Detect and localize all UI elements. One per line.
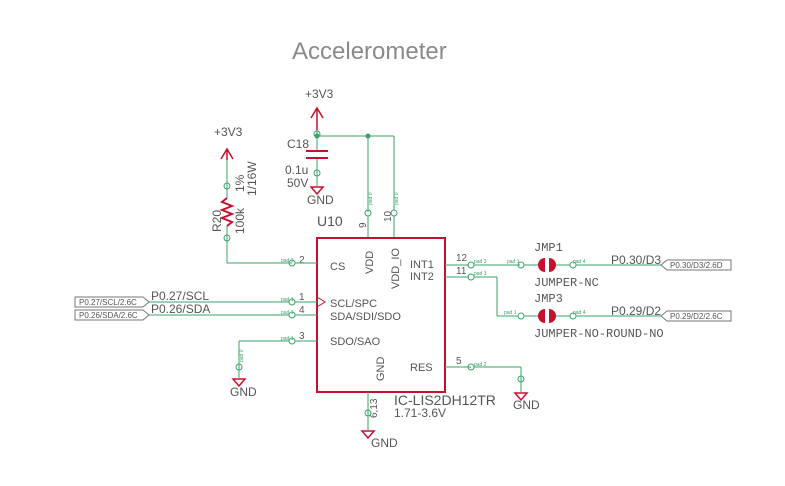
pad-text: pad 0 [368, 192, 374, 205]
ic-u10[interactable]: U10 IC-LIS2DH12TR 1.71-3.6V CS SCL/SPC S… [299, 210, 496, 420]
ground-icon [231, 378, 247, 388]
pad-text: pad 4 [573, 259, 586, 265]
port-tag-d2 [660, 310, 732, 322]
pin-vddio-label: VDD_IO [390, 248, 402, 289]
resistor-r20[interactable]: R20 100k 1% 1/16W [210, 160, 292, 264]
pin-int2-label: INT2 [410, 271, 434, 283]
jumper-jmp3[interactable]: pad 3 pad 1 pad 4 JMP3 JUMPER-NO-ROUND-N… [445, 271, 732, 341]
pin-sda-num: 4 [299, 305, 305, 316]
net-scl-label: P0.27/SCL [151, 289, 209, 303]
port-d3-label: P0.30/D3/2.6D [670, 261, 723, 270]
pad-text: pad 1 [504, 310, 517, 316]
pin-vddio-num: 10 [383, 210, 394, 222]
pin-res-num: 5 [456, 356, 462, 367]
ground-icon [513, 392, 529, 402]
vdd-net: pad 0 pad 0 [314, 133, 400, 238]
pin-vdd-num: 9 [358, 222, 369, 228]
u10-part: IC-LIS2DH12TR [394, 392, 496, 408]
ic-ground: GND [360, 392, 398, 450]
pad-text: pad 3 [474, 271, 487, 277]
sdo-ground: pad 0 GND [230, 340, 289, 399]
pin-int1-num: 12 [456, 253, 468, 264]
pin-vdd-label: VDD [364, 251, 376, 274]
c18-ref: C18 [287, 137, 309, 151]
pad-text: pad 4 [573, 310, 586, 316]
net-scl[interactable]: P0.27/SCL P0.27/SCL/2.6C [74, 289, 289, 308]
port-scl-label: P0.27/SCL/2.6C [79, 298, 137, 307]
jumper-jmp1[interactable]: pad 3 pad 1 pad 4 JMP1 JUMPER-NC P0.30/D… [445, 241, 732, 290]
pad-text: pad 2 [474, 362, 487, 368]
pin-sdo-num: 3 [299, 331, 305, 342]
ground-label-res: GND [513, 398, 540, 412]
left-pin-stubs: pad 1 pad 1 pad 1 pad 1 [281, 258, 317, 345]
u10-voltage-range: 1.71-3.6V [394, 406, 446, 420]
jmp3-type: JUMPER-NO-ROUND-NO [534, 327, 664, 341]
jmp1-ref: JMP1 [534, 241, 563, 255]
supply-arrow-icon [310, 106, 324, 130]
port-tag-scl [74, 296, 150, 308]
supply-arrow-icon [220, 147, 234, 160]
c18-supply: +3V3 [305, 87, 334, 130]
ground-label-sdo: GND [230, 385, 257, 399]
pad-text: pad 3 [474, 259, 487, 265]
port-tag-d3 [660, 259, 732, 271]
r20-tolerance: 1% [233, 174, 247, 192]
r20-supply: +3V3 [214, 125, 243, 160]
pad-text: pad 0 [394, 192, 400, 205]
sheet-title: Accelerometer [292, 38, 447, 65]
capacitor-c18[interactable]: C18 0.1u 50V GND [285, 130, 334, 207]
pin-int2-num: 11 [456, 266, 467, 277]
u10-ref: U10 [317, 213, 343, 229]
port-d2-label: P0.29/D2/2.6C [670, 312, 723, 321]
c18-supply-label: +3V3 [305, 87, 334, 101]
pin-sdo-label: SDO/SAO [330, 336, 381, 348]
r20-value: 100k [233, 207, 247, 234]
ground-icon [309, 186, 325, 196]
net-sda[interactable]: P0.26/SDA P0.26/SDA/2.6C [74, 302, 289, 321]
pin-cs-label: CS [330, 261, 345, 273]
pin-res-label: RES [410, 362, 433, 374]
pad-text: pad 1 [281, 336, 294, 342]
port-sda-label: P0.26/SDA/2.6C [79, 311, 138, 320]
r20-ref: R20 [210, 210, 224, 232]
pad-text: pad 0 [239, 349, 245, 362]
pin-scl-label: SCL/SPC [330, 298, 377, 310]
pin-cs-num: 2 [299, 255, 305, 266]
jmp1-type: JUMPER-NC [534, 276, 599, 290]
res-ground: pad 2 GND [445, 362, 540, 412]
pin-gnd-label: GND [375, 357, 387, 382]
jmp1-net-label: P0.30/D3 [611, 253, 661, 267]
jmp3-net-label: P0.29/D2 [611, 304, 661, 318]
pad-text: pad 1 [281, 258, 294, 264]
pad-text: pad 1 [281, 310, 294, 316]
c18-value: 0.1u [285, 163, 308, 177]
pin-gnd-num: 6,13 [369, 398, 380, 418]
r20-supply-label: +3V3 [214, 125, 243, 139]
clock-input-icon [316, 296, 326, 308]
port-tag-sda [74, 309, 150, 321]
net-sda-label: P0.26/SDA [151, 302, 210, 316]
c18-voltage: 50V [287, 176, 308, 190]
c18-ground-label: GND [307, 193, 334, 207]
r20-power: 1/16W [245, 161, 259, 196]
pad-text: pad 1 [507, 259, 520, 265]
pin-int1-label: INT1 [410, 259, 434, 271]
ground-label-ic: GND [371, 436, 398, 450]
ground-icon [360, 430, 376, 440]
pin-sda-label: SDA/SDI/SDO [330, 311, 401, 323]
jmp3-ref: JMP3 [534, 292, 563, 306]
pin-scl-num: 1 [299, 292, 305, 303]
pad-text: pad 1 [281, 297, 294, 303]
